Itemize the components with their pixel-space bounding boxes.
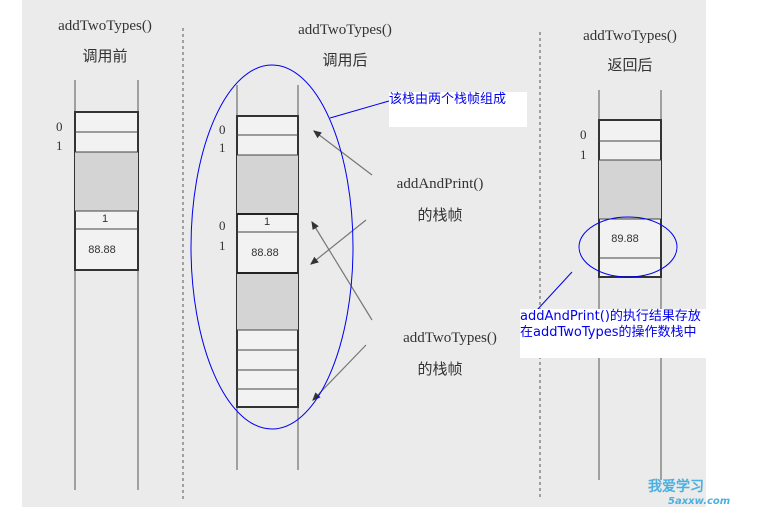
arrow [313, 130, 373, 176]
arrow [311, 220, 373, 321]
index-label: 0 [219, 122, 226, 137]
index-label: 0 [219, 218, 226, 233]
index-label: 1 [580, 147, 587, 162]
index-label: 1 [219, 140, 226, 155]
stack-note: 该栈由两个栈帧组成 [389, 92, 527, 127]
panel-subtitle: 调用后 [322, 53, 368, 69]
index-label: 1 [56, 138, 63, 153]
frame-label: 的栈帧 [417, 208, 463, 224]
index-label: 0 [580, 127, 587, 142]
stack-cell: 1 [263, 216, 271, 228]
stack-cell: 1 [101, 213, 109, 225]
panel-subtitle: 返回后 [607, 58, 653, 74]
result-ellipse [578, 216, 678, 278]
panel-title: addTwoTypes() [298, 22, 392, 38]
frame-label: addAndPrint() [396, 176, 484, 192]
stack-before [74, 111, 139, 271]
index-label: 1 [219, 238, 226, 253]
result-note: addAndPrint()的执行结果存放 在addTwoTypes的操作数栈中 [520, 309, 735, 358]
frame-label: addTwoTypes() [403, 330, 497, 346]
stack-after [236, 115, 299, 408]
panel-subtitle: 调用前 [82, 49, 128, 65]
stack-cell: 88.88 [88, 244, 116, 256]
frame-label: 的栈帧 [417, 362, 463, 378]
index-label: 0 [56, 119, 63, 134]
frames-ellipse [190, 64, 354, 430]
stack-cell: 88.88 [251, 247, 279, 259]
panel-title: addTwoTypes() [58, 18, 152, 34]
arrow [310, 219, 367, 265]
watermark-site: 5axxw.com [668, 496, 731, 507]
stack-returned [598, 119, 662, 278]
result-note-line: 在addTwoTypes的操作数栈中 [520, 325, 697, 340]
panel-title: addTwoTypes() [583, 28, 677, 44]
result-note-line: addAndPrint()的执行结果存放 [520, 309, 701, 324]
watermark-logo: 我爱学习 [648, 479, 704, 495]
stack-cell: 89.88 [611, 233, 639, 245]
